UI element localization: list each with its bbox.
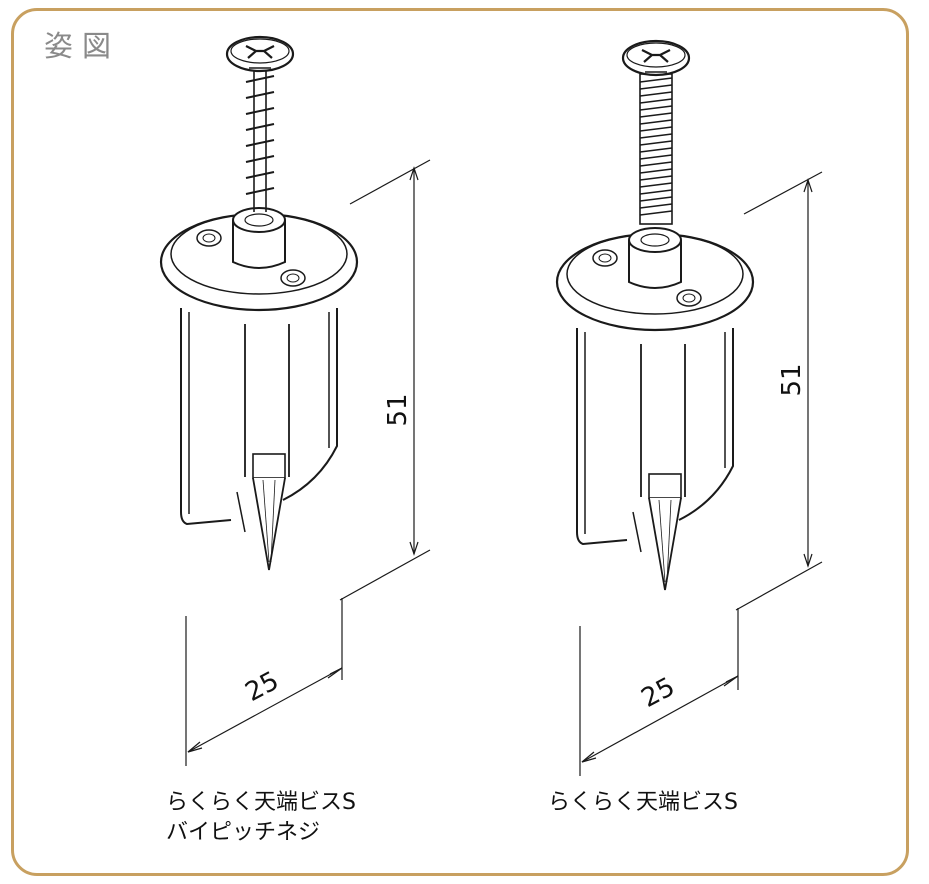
height-dim-left: 51 — [383, 393, 413, 426]
dimension-right — [579, 171, 823, 776]
caption-left: らくらく天端ビスS バイピッチネジ — [166, 788, 356, 848]
screw-right — [621, 39, 691, 225]
screw-left — [225, 35, 295, 212]
height-dim-right: 51 — [777, 363, 807, 396]
caption-left-line1: らくらく天端ビスS — [166, 790, 356, 815]
section-title: 姿図 — [44, 29, 121, 63]
width-dim-right: 25 — [637, 672, 680, 714]
caption-left-line2: バイピッチネジ — [166, 820, 321, 845]
anchor-left — [159, 35, 359, 572]
dimension-left — [185, 159, 431, 766]
caption-right-line1: らくらく天端ビスS — [548, 790, 738, 815]
width-dim-left: 25 — [241, 666, 284, 708]
content-frame — [11, 8, 909, 876]
anchor-right — [555, 39, 755, 592]
caption-right: らくらく天端ビスS — [548, 788, 738, 818]
